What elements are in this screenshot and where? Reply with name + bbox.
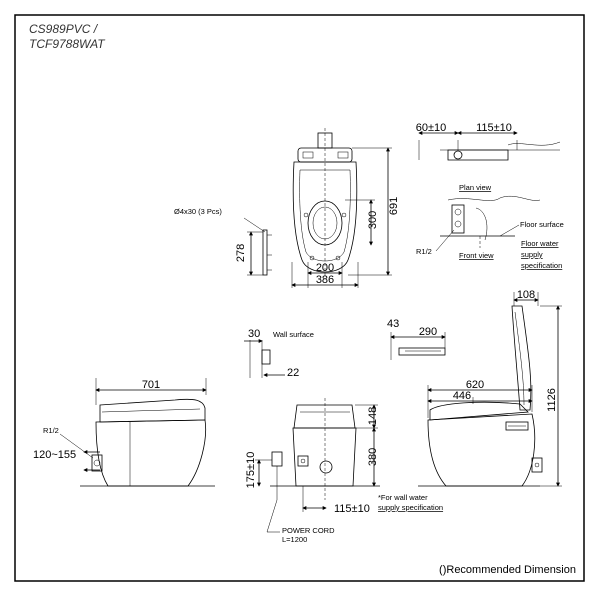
front-view: 148 380 175±10 115±10 POWER CORD L=1200 … bbox=[245, 398, 443, 544]
dim-30: 30 bbox=[248, 328, 260, 340]
dim-701: 701 bbox=[142, 379, 160, 391]
supply-spec-line2: supply bbox=[521, 250, 543, 259]
dim-175: 175±10 bbox=[245, 452, 257, 489]
plan-view-label: Plan view bbox=[459, 183, 492, 192]
dim-300: 300 bbox=[367, 211, 379, 229]
dim-1126: 1126 bbox=[546, 388, 558, 412]
wall-bracket-view: 30 Wall surface 22 bbox=[244, 328, 314, 379]
dim-115-bottom: 115±10 bbox=[334, 503, 370, 515]
wall-note-line1: *For wall water bbox=[378, 493, 428, 502]
wall-surface-label: Wall surface bbox=[273, 330, 314, 339]
model-line-1: CS989PVC / bbox=[29, 22, 99, 36]
model-line-2: TCF9788WAT bbox=[29, 37, 106, 51]
dim-290: 290 bbox=[419, 326, 437, 338]
dim-386: 386 bbox=[316, 274, 334, 286]
dim-22: 22 bbox=[287, 367, 299, 379]
supply-spec-line3: specification bbox=[521, 261, 562, 270]
dim-148: 148 bbox=[367, 407, 379, 425]
dim-115: 115±10 bbox=[476, 122, 512, 134]
dim-278: 278 bbox=[235, 244, 247, 262]
dim-380: 380 bbox=[367, 448, 379, 466]
plan-view: 60±10 115±10 Plan view Floor surface R1/… bbox=[416, 122, 564, 270]
dim-108: 108 bbox=[517, 289, 535, 301]
left-side-view: 701 R1/2 120~155 bbox=[33, 378, 215, 487]
dim-200: 200 bbox=[316, 262, 334, 274]
r12-side-label: R1/2 bbox=[43, 426, 59, 435]
dim-60: 60±10 bbox=[416, 122, 447, 134]
dim-620: 620 bbox=[466, 379, 484, 391]
recommended-dimension-note: ()Recommended Dimension bbox=[439, 564, 576, 576]
bolt-note: Ø4x30 (3 Pcs) bbox=[174, 207, 222, 216]
right-side-view: 108 620 446 1126 bbox=[418, 289, 562, 487]
sheet-frame bbox=[14, 14, 585, 582]
cord-length-label: L=1200 bbox=[282, 535, 307, 544]
floor-surface-label: Floor surface bbox=[520, 220, 564, 229]
dim-120-155: 120~155 bbox=[33, 449, 76, 461]
dim-446: 446 bbox=[453, 390, 471, 402]
dim-691: 691 bbox=[388, 197, 400, 215]
power-cord-label: POWER CORD bbox=[282, 526, 335, 535]
supply-spec-line1: Floor water bbox=[521, 239, 559, 248]
strip-view: 43 290 bbox=[387, 318, 446, 360]
r12-plan-label: R1/2 bbox=[416, 247, 432, 256]
dim-43: 43 bbox=[387, 318, 399, 330]
title-block: CS989PVC / TCF9788WAT bbox=[29, 22, 106, 51]
front-view-label: Front view bbox=[459, 251, 494, 260]
top-view: 691 300 200 386 Ø4x30 (3 Pcs) 278 bbox=[174, 128, 400, 288]
wall-note-line2: supply specification bbox=[378, 503, 443, 512]
